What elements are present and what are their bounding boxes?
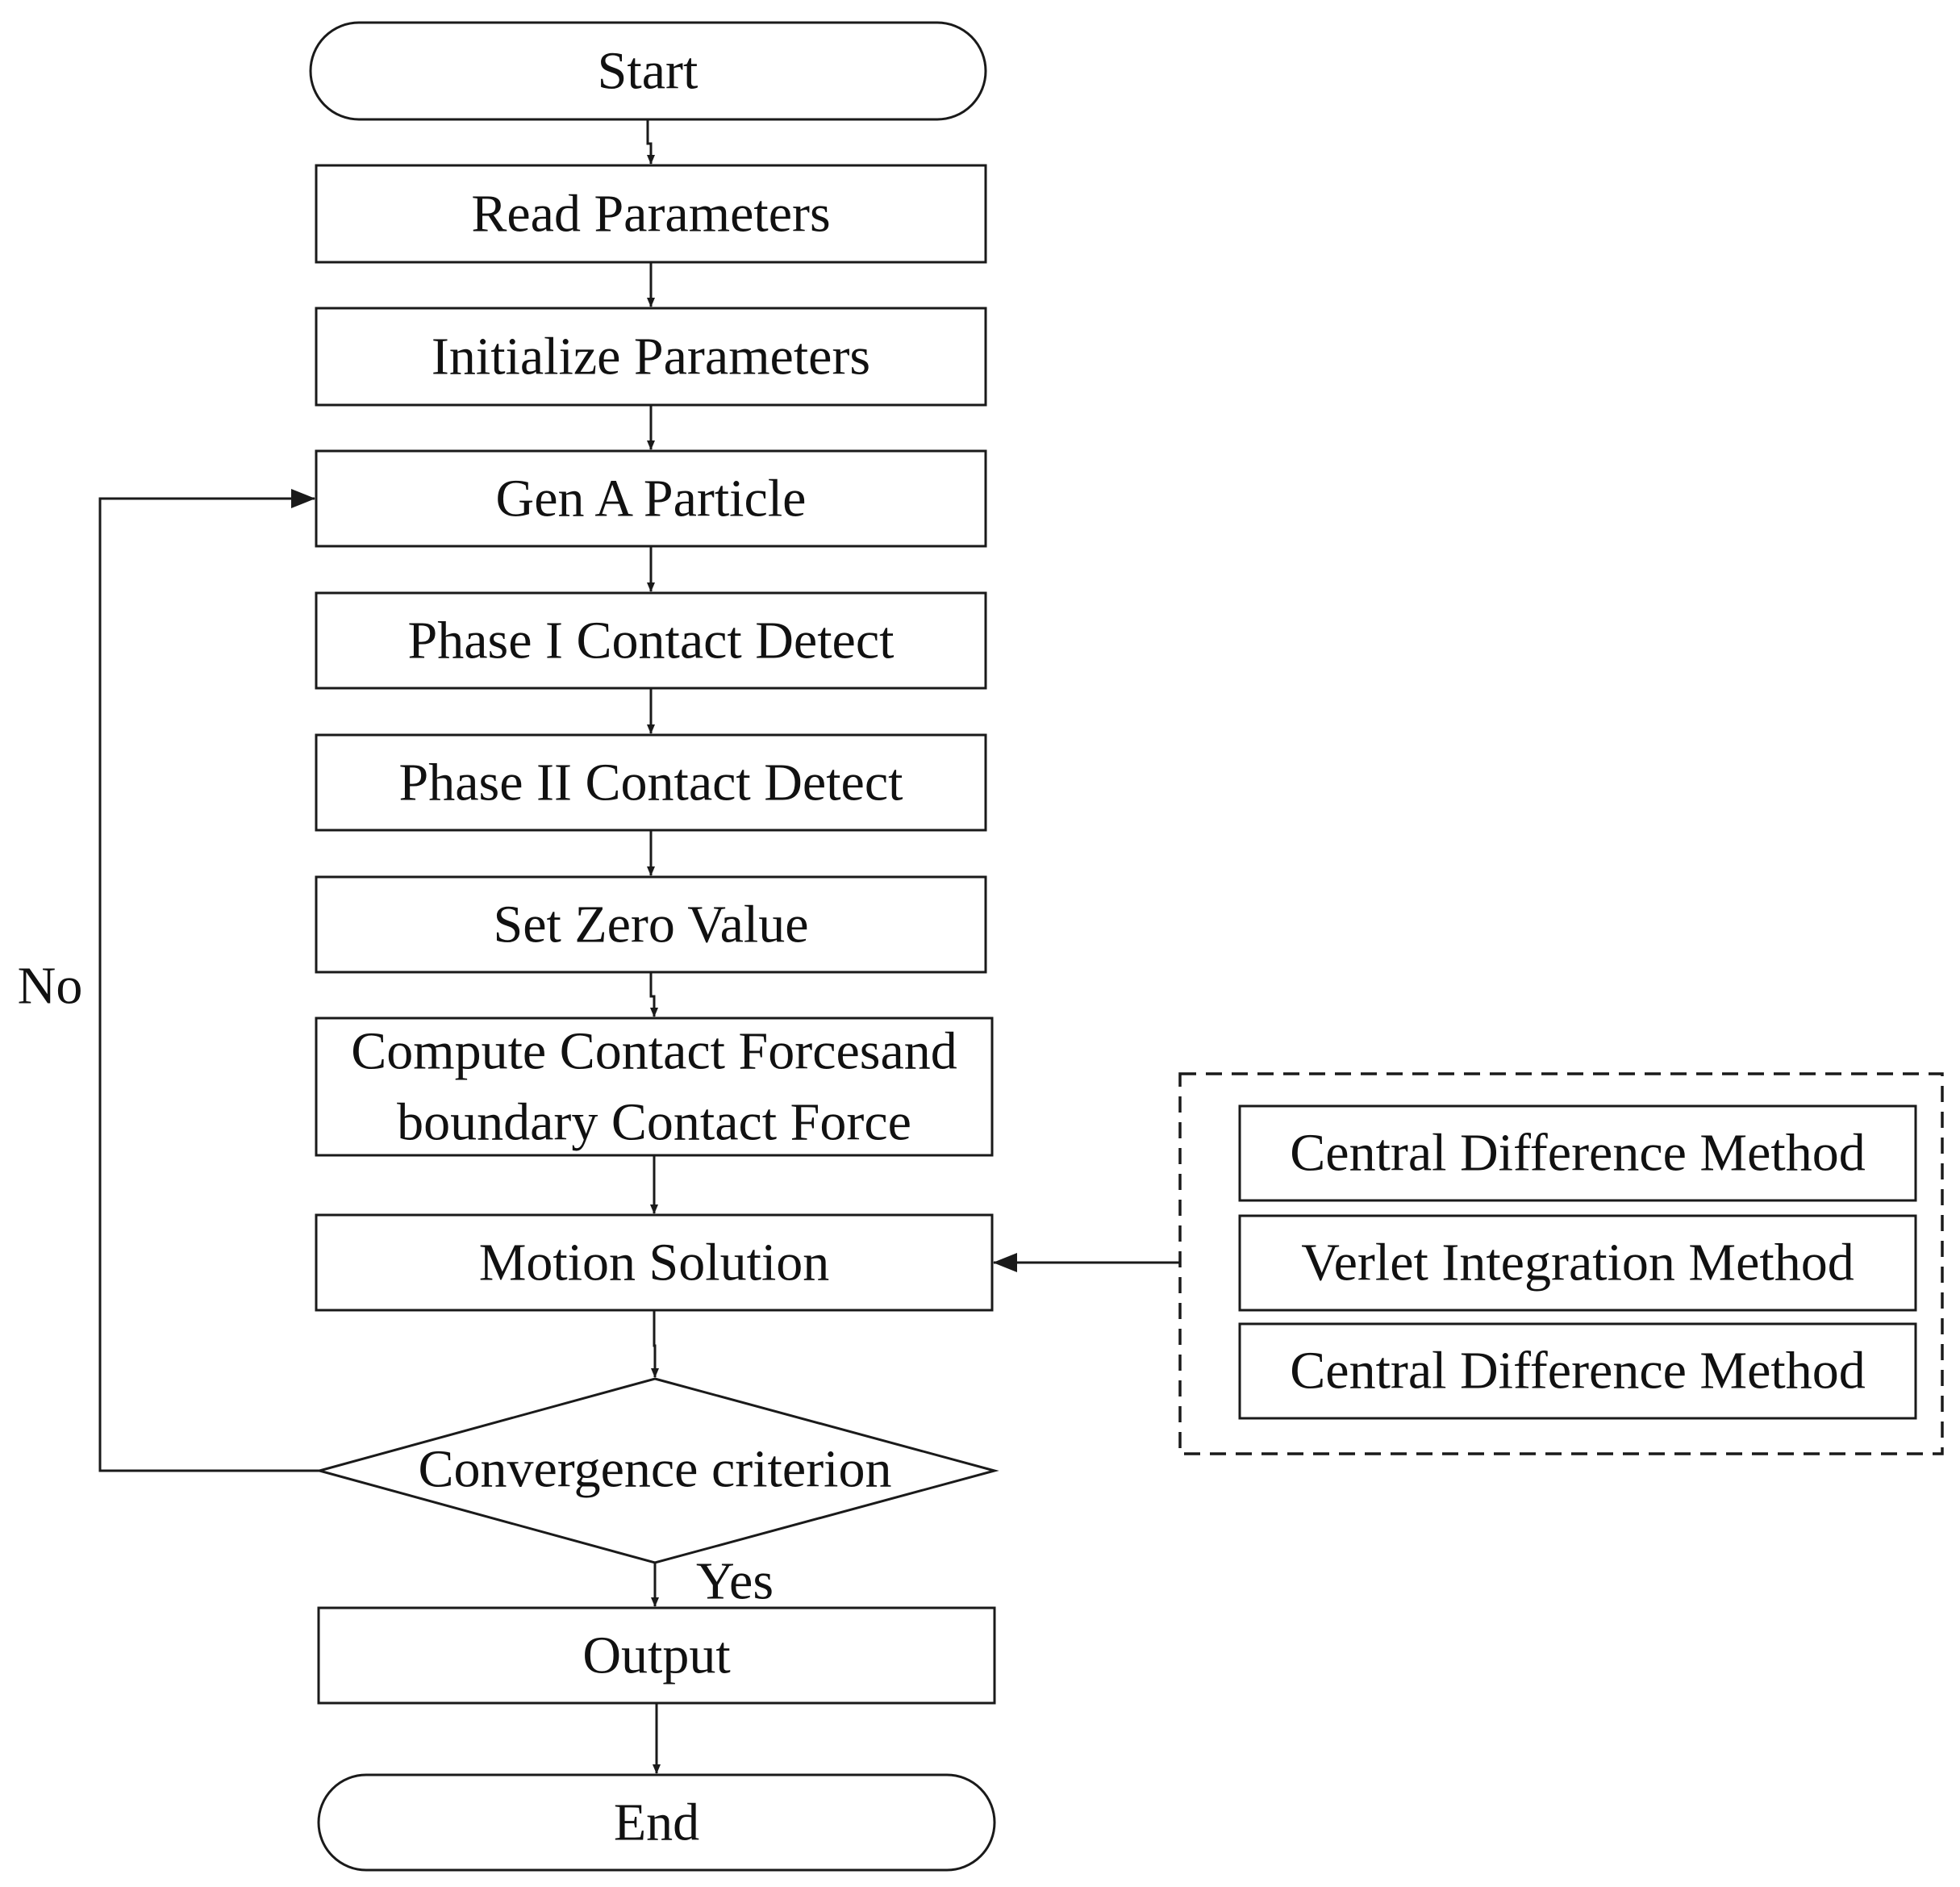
- output-label: Output: [582, 1626, 730, 1685]
- motion-solution-label: Motion Solution: [479, 1234, 830, 1292]
- start-node: Start: [309, 21, 987, 121]
- methods-panel: Central Difference Method Verlet Integra…: [1178, 1072, 1944, 1455]
- initialize-parameters-label: Initialize Parameters: [432, 328, 870, 386]
- read-parameters-node: Read Parameters: [315, 164, 987, 264]
- method-item-label: Verlet Integration Method: [1301, 1234, 1854, 1292]
- method-item-label: Central Difference Method: [1290, 1124, 1866, 1183]
- motion-solution-node: Motion Solution: [315, 1213, 994, 1312]
- set-zero-value-label: Set Zero Value: [493, 895, 808, 954]
- arrow-motion-to-convergence: [651, 1310, 659, 1378]
- method-item: Central Difference Method: [1238, 1104, 1917, 1202]
- method-item: Central Difference Method: [1238, 1322, 1917, 1420]
- connector-arrows: [646, 119, 661, 1774]
- no-loop-arrow: [98, 489, 319, 1472]
- phase2-contact-detect-label: Phase II Contact Detect: [399, 754, 903, 812]
- gen-particle-node: Gen A Particle: [315, 449, 987, 548]
- gen-particle-label: Gen A Particle: [496, 470, 807, 528]
- phase2-contact-detect-node: Phase II Contact Detect: [315, 733, 987, 832]
- initialize-parameters-node: Initialize Parameters: [315, 307, 987, 407]
- compute-contact-forces-line1: Compute Contact Forcesand: [351, 1022, 957, 1081]
- compute-contact-forces-node: Compute Contact Forcesand boundary Conta…: [315, 1017, 994, 1157]
- yes-label: Yes: [696, 1552, 774, 1611]
- end-label: End: [614, 1793, 699, 1852]
- no-label: No: [18, 957, 83, 1016]
- end-node: End: [317, 1773, 996, 1872]
- output-node: Output: [317, 1606, 996, 1705]
- convergence-criterion-node: Convergence criterion: [315, 1377, 999, 1564]
- read-parameters-label: Read Parameters: [471, 185, 830, 244]
- compute-contact-forces-line2: boundary Contact Force: [397, 1093, 911, 1152]
- method-item-label: Central Difference Method: [1290, 1342, 1866, 1401]
- phase1-contact-detect-label: Phase I Contact Detect: [408, 612, 895, 670]
- method-item: Verlet Integration Method: [1238, 1214, 1917, 1312]
- arrow-start-to-read: [646, 119, 655, 165]
- start-label: Start: [598, 42, 699, 101]
- phase1-contact-detect-node: Phase I Contact Detect: [315, 591, 987, 690]
- arrow-setzero-to-compute: [649, 972, 658, 1017]
- convergence-criterion-label: Convergence criterion: [418, 1440, 891, 1499]
- set-zero-value-node: Set Zero Value: [315, 875, 987, 974]
